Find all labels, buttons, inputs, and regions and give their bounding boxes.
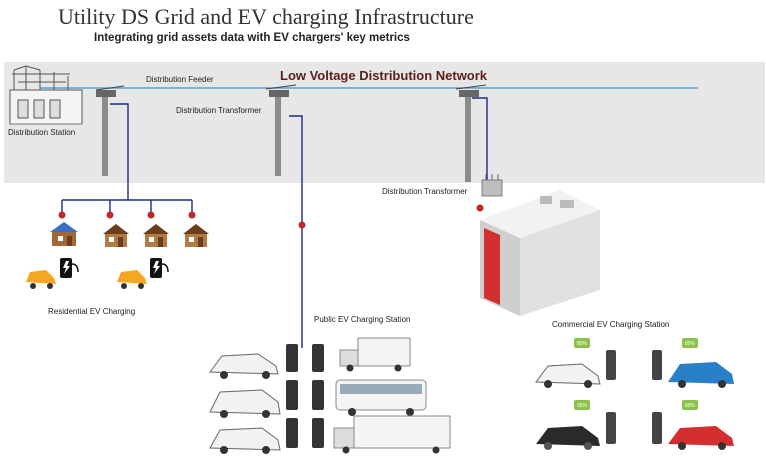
truck-icon: [333, 415, 451, 454]
public-charging-station: [209, 337, 451, 454]
feeder-label: Distribution Feeder: [146, 75, 214, 84]
charger-pedestal-icon: [606, 350, 662, 444]
ev-car-icon: [117, 270, 147, 289]
network-band: [4, 62, 765, 183]
charger-pedestal-icon: [286, 344, 324, 448]
ev-car-icon: [668, 362, 734, 388]
commercial-charging-station: 80% 80% 95% 60%: [535, 338, 734, 450]
truck-icon: [339, 337, 411, 372]
apartment-building-icon: [480, 190, 600, 316]
commercial-label: Commercial EV Charging Station: [552, 320, 670, 329]
charge-badge-text: 95%: [577, 403, 588, 409]
charge-badge-text: 60%: [685, 403, 696, 409]
utility-pole: [95, 85, 125, 176]
ev-car-icon: [535, 363, 601, 388]
ev-car-icon: [209, 427, 281, 454]
ev-car-icon: [209, 389, 281, 418]
page-title: Utility DS Grid and EV charging Infrastr…: [58, 4, 474, 29]
page-subtitle: Integrating grid assets data with EV cha…: [94, 32, 410, 44]
commercial-cable: [472, 97, 503, 212]
ev-car-icon: [209, 353, 279, 379]
network-label: Low Voltage Distribution Network: [280, 68, 488, 83]
station-label: Distribution Station: [8, 128, 76, 137]
house-icon: [143, 224, 169, 247]
house-icon: [103, 224, 129, 247]
substation-icon: [9, 65, 83, 125]
utility-pole: [265, 84, 297, 176]
public-label: Public EV Charging Station: [314, 315, 411, 324]
residential-cable: [61, 103, 193, 214]
transformer-label: Distribution Transformer: [382, 187, 468, 196]
charge-badge-text: 80%: [685, 341, 696, 347]
charge-badge-icon: [574, 338, 698, 410]
house-solar-icon: [50, 222, 78, 246]
ev-charger-icon: [150, 258, 169, 278]
transformer-label: Distribution Transformer: [176, 106, 262, 115]
ev-charger-icon: [60, 258, 79, 278]
utility-pole: [455, 84, 487, 182]
ev-car-icon: [668, 426, 734, 450]
ev-car-icon: [26, 270, 56, 289]
bus-icon: [335, 379, 427, 416]
residential-label: Residential EV Charging: [48, 307, 136, 316]
residential-nodes: [58, 211, 196, 219]
public-cable: [289, 115, 306, 348]
charge-badge-text: 80%: [577, 341, 588, 347]
house-icon: [183, 224, 209, 247]
ev-car-icon: [536, 426, 600, 450]
